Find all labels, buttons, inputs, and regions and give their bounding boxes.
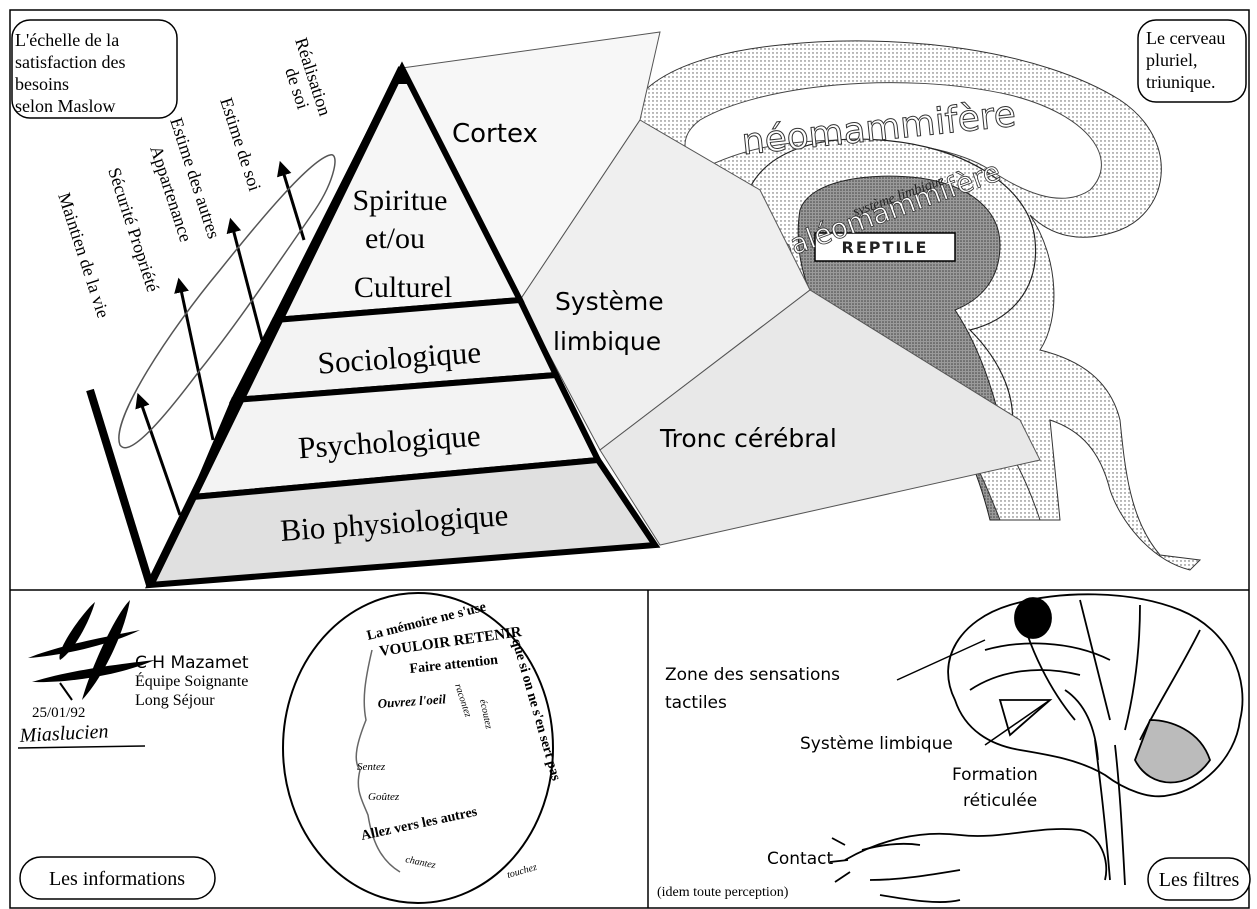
maslow-title-line4: selon Maslow (15, 96, 116, 116)
zone-label-1: Zone des sensations (665, 665, 840, 685)
region-limbique-2: limbique (553, 327, 661, 356)
formation-label-2: réticulée (963, 791, 1037, 811)
zone-label-2: tactiles (665, 693, 727, 713)
signature-underline (18, 746, 145, 748)
region-cortex: Cortex (452, 119, 538, 149)
level-top-line2: et/ou (365, 222, 425, 255)
limbique-label: Système limbique (800, 734, 953, 754)
org-name: C H Mazamet (135, 653, 249, 673)
limbique-pointer (985, 700, 1050, 745)
signature: Miaslucien (18, 720, 109, 747)
need-maintien: Maintien de la vie (54, 190, 113, 320)
region-limbique-1: Système (555, 287, 664, 316)
head-text-6: Goûtez (368, 791, 400, 803)
brain-title-line2: pluriel, (1146, 50, 1198, 70)
date-text: 25/01/92 (32, 705, 85, 721)
need-estime-soi: Estime de soi (216, 95, 265, 193)
maslow-title-line1: L'échelle de la (15, 30, 119, 50)
level-top-line1: Spiritue (353, 184, 448, 217)
head-text-9: touchez (506, 862, 538, 881)
reptile-label: REPTILE (842, 238, 929, 257)
maslow-title-line3: besoins (15, 74, 69, 94)
contact-label: Contact (767, 849, 833, 869)
maslow-title-line2: satisfaction des (15, 52, 125, 72)
brain-title-line1: Le cerveau (1146, 28, 1225, 48)
team-line2: Long Séjour (135, 692, 215, 709)
team-line1: Équipe Soignante (135, 671, 248, 690)
need-securite: Sécurité Propriété (104, 165, 163, 294)
region-tronc: Tronc cérébral (659, 424, 837, 453)
brain-title-line3: triunique. (1146, 72, 1216, 92)
filtres-label: Les filtres (1159, 869, 1240, 891)
head-text-5: Sentez (357, 761, 386, 773)
formation-label-1: Formation (952, 765, 1038, 785)
perception-label: (idem toute perception) (657, 885, 789, 900)
level-top-line3: Culturel (354, 271, 452, 304)
informations-label: Les informations (49, 868, 185, 890)
zone-pointer (897, 640, 985, 680)
